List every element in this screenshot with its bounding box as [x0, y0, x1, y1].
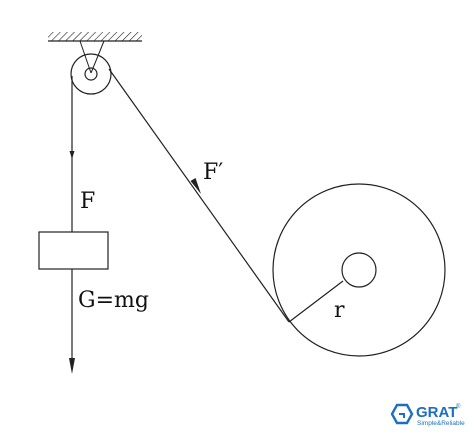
force-up-label: F — [80, 189, 95, 214]
rope-diagonal — [108, 68, 290, 323]
radius-label: r — [334, 298, 345, 323]
brand-logo: GRAT ® Simple&Reliable — [390, 403, 465, 427]
hanging-mass-block — [38, 231, 109, 270]
ceiling-hatching — [48, 32, 142, 41]
brand-logo-mark-icon — [390, 403, 414, 425]
drum-hub — [341, 252, 377, 288]
brand-name: GRAT — [416, 404, 457, 421]
brand-logo-mark-inner — [399, 413, 405, 418]
gravity-label: G=mg — [78, 288, 149, 313]
ceiling-support — [48, 32, 142, 74]
brand-tagline: Simple&Reliable — [417, 420, 465, 427]
rope-force-arrowhead — [190, 178, 201, 194]
drum-outer — [272, 183, 446, 357]
radius-line — [288, 280, 344, 323]
force-rope-label: F′ — [203, 160, 223, 185]
pulley-bracket-right — [90, 40, 105, 74]
brand-registered: ® — [456, 403, 461, 410]
drum — [272, 183, 446, 357]
gravity-arrowhead — [69, 358, 75, 374]
pulley-axle — [84, 67, 98, 81]
fixed-pulley — [70, 53, 112, 95]
rope-marker — [69, 151, 75, 159]
pulley-outer — [70, 53, 112, 95]
